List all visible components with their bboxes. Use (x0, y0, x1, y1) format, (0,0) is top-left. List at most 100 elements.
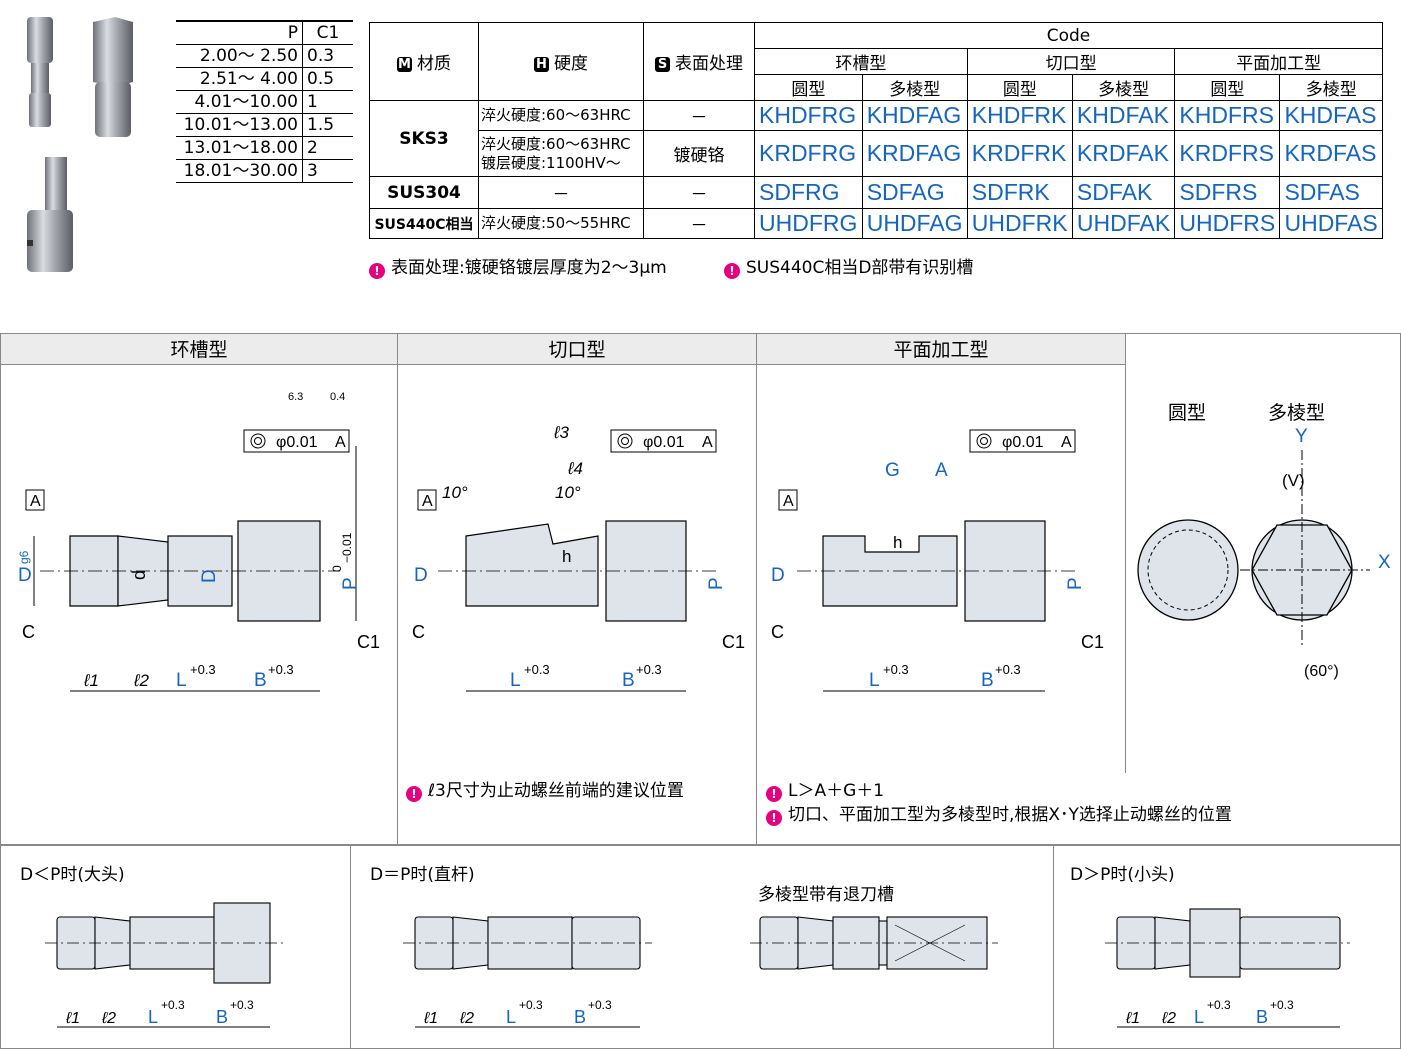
label-v: (V) (1282, 471, 1305, 490)
code-cell[interactable]: UHDFAK (1071, 208, 1176, 239)
surface-cell: － (643, 100, 755, 131)
coax-datum: A (702, 434, 713, 451)
pc-cell: 2.51～ 4.00 (176, 67, 303, 91)
coaxiality: φ0.01 (1002, 434, 1044, 451)
hardness-header-label: 硬度 (554, 54, 588, 74)
label-a: A (935, 460, 948, 481)
label-g6: g6 (17, 550, 31, 564)
note-icon: ! (406, 786, 422, 802)
pc-header-p: P (176, 20, 303, 45)
coax-datum: A (1061, 434, 1072, 451)
code-cell[interactable]: KRDFRS (1174, 130, 1281, 177)
code-cell[interactable]: KRDFRG (754, 130, 863, 177)
tol-plus: +0.3 (883, 662, 909, 677)
pc-cell: 13.01～18.00 (176, 136, 303, 160)
tol-plus: +0.3 (268, 662, 294, 677)
pc-cell: 10.01～13.00 (176, 113, 303, 137)
surface-cell: 镀硬铬 (643, 130, 755, 177)
variant-large-title: D＜P时(大头) (20, 865, 125, 885)
label-b: B (1256, 1007, 1268, 1027)
surface-badge: S (655, 57, 670, 72)
code-cell[interactable]: UHDFRG (754, 208, 863, 239)
code-cell[interactable]: KHDFAG (861, 100, 968, 131)
divider (350, 845, 351, 1049)
label-l1: ℓ1 (1125, 1010, 1140, 1027)
label-dg6: D (199, 569, 220, 583)
variant-drawings: ℓ1 ℓ2 L +0.3 B +0.3 ℓ1 ℓ2 L +0.3 B +0.3 … (45, 902, 1350, 1028)
pin-photo-hex (93, 17, 133, 137)
pc-header-c1: C1 (302, 20, 353, 45)
datum-a: A (422, 493, 433, 510)
note-text: 表面处理:镀硬铬镀层厚度为2～3μm (391, 258, 667, 278)
code-cell[interactable]: SDFAS (1279, 176, 1383, 209)
pc-cell: 0.3 (302, 44, 353, 68)
label-d: D (414, 565, 428, 586)
note-cut: !ℓ3尺寸为止动螺丝前端的建议位置 (406, 776, 684, 802)
pc-cell: 1.5 (302, 113, 353, 137)
datum-a: A (30, 493, 41, 510)
code-cell[interactable]: UHDFAG (861, 208, 968, 239)
code-cell[interactable]: KRDFAG (861, 130, 968, 177)
ring-groove-drawing: D g6 A d D P 0 −0.01 φ0.01 A 6.3 0.4 C C… (17, 391, 380, 692)
label-l2: ℓ2 (101, 1010, 116, 1027)
code-cell[interactable]: KHDFRG (754, 100, 863, 131)
tol-plus: +0.3 (1207, 998, 1231, 1012)
tol-plus: +0.3 (161, 998, 185, 1012)
hardness-line: 镀层硬度:1100HV～ (481, 153, 621, 172)
variant-straight-title: D＝P时(直杆) (370, 865, 475, 885)
label-d: D (771, 565, 785, 586)
label-b: B (622, 670, 635, 691)
code-cell[interactable]: KHDFRK (966, 100, 1073, 131)
angle-10b: 10° (555, 483, 581, 502)
group-flat: 平面加工型 (1174, 48, 1383, 75)
code-cell[interactable]: SDFRK (966, 176, 1073, 209)
subtype-header: 圆型 (754, 74, 863, 101)
label-c1: C1 (722, 632, 745, 652)
subtype-header: 多棱型 (1279, 74, 1383, 101)
note-plating: ! 表面处理:镀硬铬镀层厚度为2～3μm (369, 253, 667, 279)
note-text: SUS440C相当D部带有识别槽 (746, 258, 974, 278)
code-cell[interactable]: KRDFAS (1279, 130, 1383, 177)
note-flat-2: !切口、平面加工型为多棱型时,根据X･Y选择止动螺丝的位置 (766, 800, 1232, 826)
label-b: B (574, 1007, 586, 1027)
code-cell[interactable]: SDFAG (861, 176, 968, 209)
label-l: L (176, 670, 187, 691)
label-60: (60°) (1304, 663, 1339, 680)
angle-10: 10° (442, 483, 468, 502)
label-l2: ℓ2 (133, 671, 149, 690)
tol-plus: +0.3 (995, 662, 1021, 677)
panel-cut-title: 切口型 (397, 333, 757, 365)
code-cell[interactable]: UHDFRK (966, 208, 1073, 239)
divider (1053, 845, 1054, 1049)
code-cell[interactable]: KHDFRS (1174, 100, 1281, 131)
note-icon: ! (724, 263, 740, 279)
code-cell[interactable]: KRDFRK (966, 130, 1073, 177)
code-cell[interactable]: SDFRG (754, 176, 863, 209)
datum-a: A (783, 493, 794, 510)
tol-plus: +0.3 (636, 662, 662, 677)
code-cell[interactable]: KRDFAK (1071, 130, 1176, 177)
table-row: SUS440C相当 淬火硬度:50～55HRC － UHDFRG UHDFAG … (369, 208, 1383, 239)
label-p: P (706, 577, 727, 590)
tol-plus: +0.3 (1270, 998, 1294, 1012)
label-b: B (981, 670, 994, 691)
note-icon: ! (369, 263, 385, 279)
code-cell[interactable]: KHDFAK (1071, 100, 1176, 131)
hardness-cell: 淬火硬度:60～63HRC (478, 100, 644, 131)
p-tol-top: 0 (330, 565, 344, 572)
divider (756, 333, 757, 845)
code-cell[interactable]: UHDFRS (1174, 208, 1281, 239)
subtype-header: 圆型 (1174, 74, 1281, 101)
code-cell[interactable]: SDFRS (1174, 176, 1281, 209)
code-cell[interactable]: KHDFAS (1279, 100, 1383, 131)
label-l1: ℓ1 (65, 1010, 80, 1027)
group-ring: 环槽型 (754, 48, 968, 75)
code-cell[interactable]: UHDFAS (1279, 208, 1383, 239)
code-cell[interactable]: SDFAK (1071, 176, 1176, 209)
coaxiality: φ0.01 (276, 434, 318, 451)
label-b: B (254, 670, 267, 691)
